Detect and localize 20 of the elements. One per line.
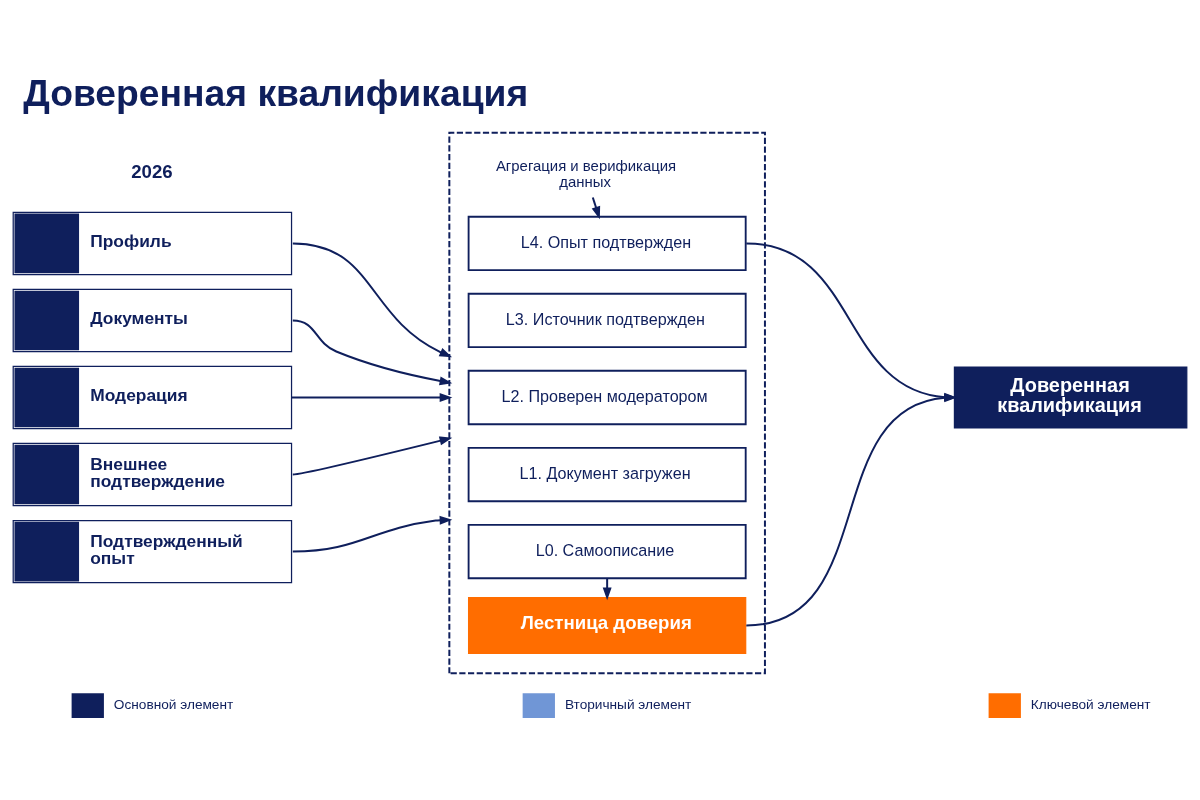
node-box: Лестница доверия xyxy=(468,596,747,655)
node-box: Доверенная квалификация xyxy=(953,366,1188,429)
diagram-title: Доверенная квалификация xyxy=(23,71,529,114)
arrow xyxy=(291,319,453,386)
legend-label: Основной элемент xyxy=(113,697,234,713)
node-box: L0. Самоописание xyxy=(467,523,747,580)
arrow xyxy=(290,393,453,402)
arrow xyxy=(291,515,453,553)
label: 2026 xyxy=(131,161,173,183)
node-text: Агрегация и верификация данных xyxy=(495,157,677,191)
node-box: L2. Проверен модератором xyxy=(467,369,747,426)
node-box: L3. Источник подтвержден xyxy=(467,292,747,349)
legend-label: Ключевой элемент xyxy=(1030,697,1151,713)
arrow xyxy=(602,577,612,601)
node-box: L4. Опыт подтвержден xyxy=(467,215,747,272)
cluster xyxy=(448,131,766,675)
arrow xyxy=(291,242,453,358)
legend-label: Вторичный элемент xyxy=(564,697,692,713)
node-box: L1. Документ загружен xyxy=(467,446,747,503)
arrow xyxy=(291,436,453,476)
